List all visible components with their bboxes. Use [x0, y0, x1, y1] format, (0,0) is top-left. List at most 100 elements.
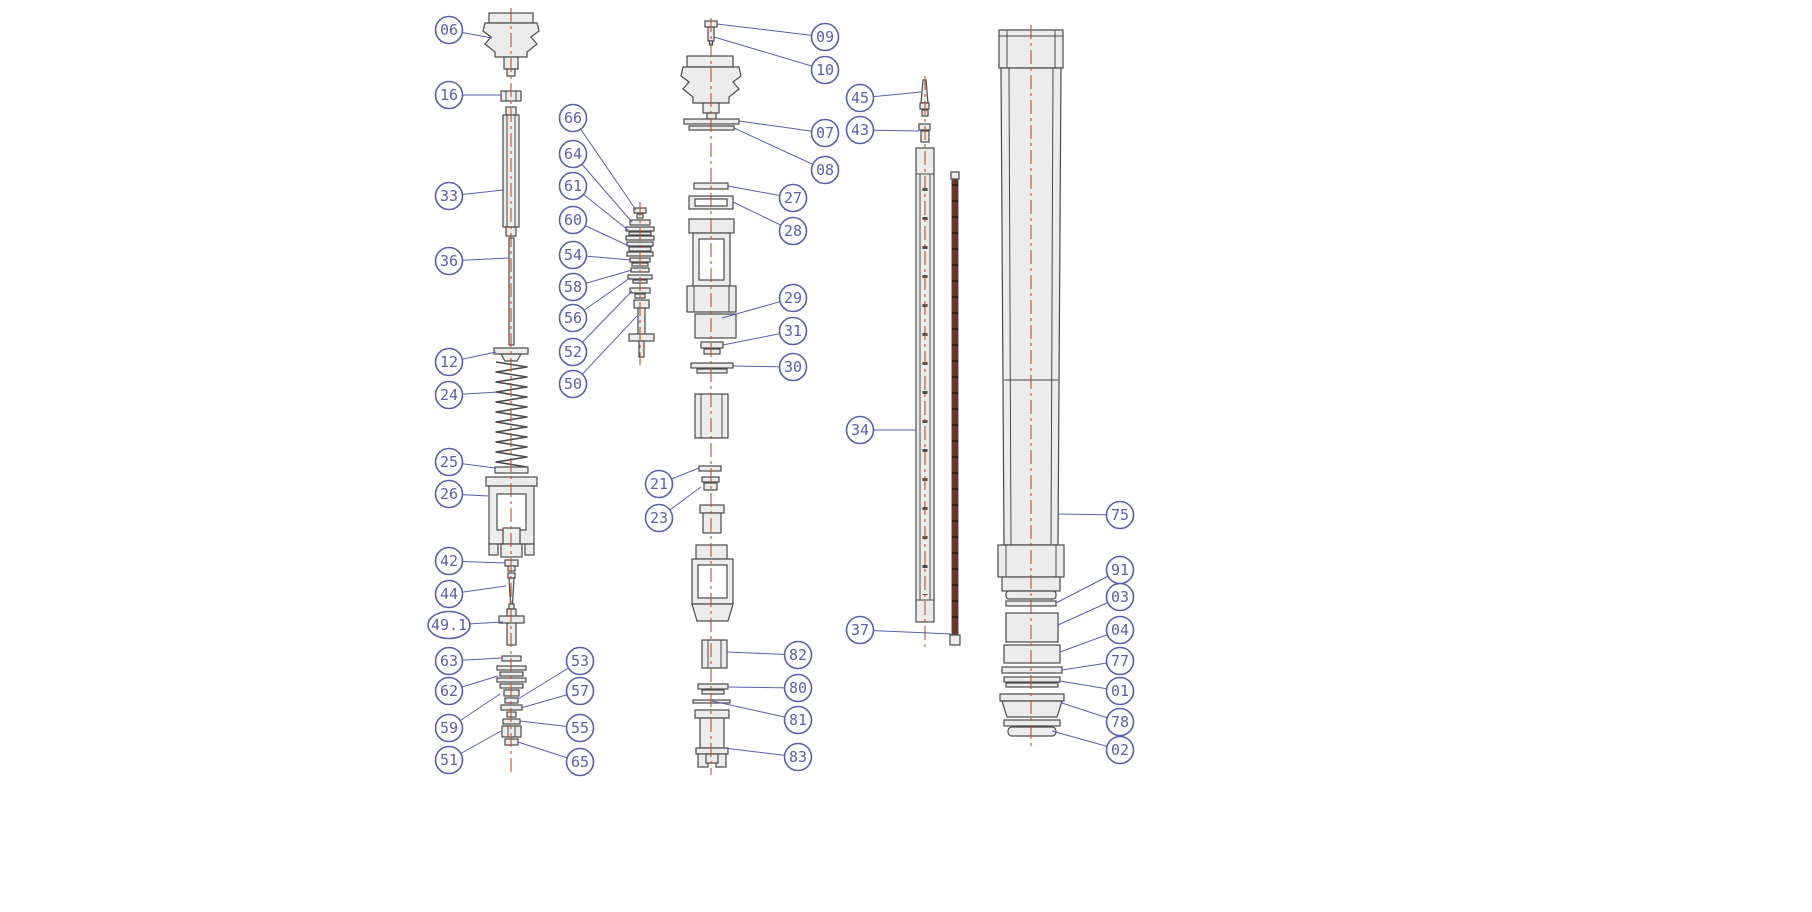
- part-piston-body-center: [691, 544, 734, 622]
- callout-label-16: 16: [440, 86, 458, 104]
- callout-24: 24: [434, 380, 464, 410]
- callout-circle-82: [783, 640, 813, 670]
- callout-label-66: 66: [564, 109, 582, 127]
- part-foot-valve-83: [694, 709, 730, 768]
- callout-63: 63: [434, 646, 464, 676]
- leader-line-07: [738, 120, 826, 134]
- callout-circle-37: [845, 615, 875, 645]
- leader-line-37: [859, 629, 952, 635]
- callout-23: 23: [644, 503, 674, 533]
- callout-04: 04: [1105, 615, 1135, 645]
- callout-label-42: 42: [440, 552, 458, 570]
- callout-circle-06: [434, 15, 464, 45]
- callout-37: 37: [845, 615, 875, 645]
- callout-label-61: 61: [564, 177, 582, 195]
- callout-circle-53: [565, 646, 595, 676]
- callout-circle-65: [565, 747, 595, 777]
- callout-02: 02: [1105, 735, 1135, 765]
- leader-line-08: [733, 127, 826, 171]
- callout-58: 58: [558, 272, 588, 302]
- callout-circle-45: [845, 83, 875, 113]
- callout-66: 66: [558, 103, 588, 133]
- callout-label-65: 65: [571, 753, 589, 771]
- callout-circle-44: [434, 579, 464, 609]
- callout-33: 33: [434, 181, 464, 211]
- callout-12: 12: [434, 347, 464, 377]
- callout-label-33: 33: [440, 187, 458, 205]
- callout-60: 60: [558, 205, 588, 235]
- callout-circle-16: [434, 80, 464, 110]
- callout-53: 53: [565, 646, 595, 676]
- callout-circle-77: [1105, 646, 1135, 676]
- callout-label-49.1: 49.1: [431, 616, 467, 634]
- callout-label-23: 23: [650, 509, 668, 527]
- callout-label-03: 03: [1111, 588, 1129, 606]
- callout-label-58: 58: [564, 278, 582, 296]
- callout-label-26: 26: [440, 485, 458, 503]
- callout-29: 29: [778, 283, 808, 313]
- callout-circle-29: [778, 283, 808, 313]
- callout-circle-04: [1105, 615, 1135, 645]
- callout-label-10: 10: [816, 61, 834, 79]
- callout-label-07: 07: [816, 124, 834, 142]
- callout-circle-36: [434, 246, 464, 276]
- callout-77: 77: [1105, 646, 1135, 676]
- leader-line-50: [572, 315, 638, 385]
- callout-circle-26: [434, 479, 464, 509]
- callout-25: 25: [434, 447, 464, 477]
- callout-circle-42: [434, 546, 464, 576]
- callout-55: 55: [565, 713, 595, 743]
- callout-circle-55: [565, 713, 595, 743]
- part-seal-78: [999, 693, 1065, 718]
- part-washer-77: [1001, 666, 1063, 674]
- callout-43: 43: [845, 115, 875, 145]
- callout-circle-23: [644, 503, 674, 533]
- callout-circle-28: [778, 216, 808, 246]
- callout-label-24: 24: [440, 386, 458, 404]
- callout-62: 62: [434, 676, 464, 706]
- part-piston-50: [628, 299, 655, 358]
- callout-08: 08: [810, 155, 840, 185]
- callout-circle-08: [810, 155, 840, 185]
- part-rod-37: [949, 171, 961, 646]
- callout-54: 54: [558, 240, 588, 270]
- callout-label-25: 25: [440, 453, 458, 471]
- callout-label-01: 01: [1111, 682, 1129, 700]
- callout-label-04: 04: [1111, 621, 1129, 639]
- callout-label-60: 60: [564, 211, 582, 229]
- callout-31: 31: [778, 316, 808, 346]
- callout-03: 03: [1105, 582, 1135, 612]
- callout-label-91: 91: [1111, 561, 1129, 579]
- callout-circle-75: [1105, 500, 1135, 530]
- part-ring-02: [1003, 719, 1061, 737]
- callout-82: 82: [783, 640, 813, 670]
- callout-65: 65: [565, 747, 595, 777]
- part-bushing-04: [1003, 644, 1061, 664]
- callout-circle-60: [558, 205, 588, 235]
- callout-circle-01: [1105, 676, 1135, 706]
- callout-circle-64: [558, 139, 588, 169]
- callout-circle-54: [558, 240, 588, 270]
- callout-42: 42: [434, 546, 464, 576]
- callout-circle-61: [558, 171, 588, 201]
- leader-line-81: [711, 700, 799, 721]
- callout-circle-63: [434, 646, 464, 676]
- callout-label-80: 80: [789, 679, 807, 697]
- callout-45: 45: [845, 83, 875, 113]
- part-bushing-03: [1005, 612, 1059, 643]
- callout-label-28: 28: [784, 222, 802, 240]
- callout-circle-31: [778, 316, 808, 346]
- callout-label-63: 63: [440, 652, 458, 670]
- callout-52: 52: [558, 337, 588, 367]
- leader-line-10: [713, 36, 826, 71]
- callout-circle-07: [810, 118, 840, 148]
- callout-64: 64: [558, 139, 588, 169]
- callout-circle-24: [434, 380, 464, 410]
- part-washer-80: [697, 683, 729, 695]
- assembly-rods: [915, 79, 961, 646]
- callout-label-02: 02: [1111, 741, 1129, 759]
- callout-label-21: 21: [650, 475, 668, 493]
- leader-line-09: [716, 23, 826, 38]
- callout-label-09: 09: [816, 28, 834, 46]
- callout-label-08: 08: [816, 161, 834, 179]
